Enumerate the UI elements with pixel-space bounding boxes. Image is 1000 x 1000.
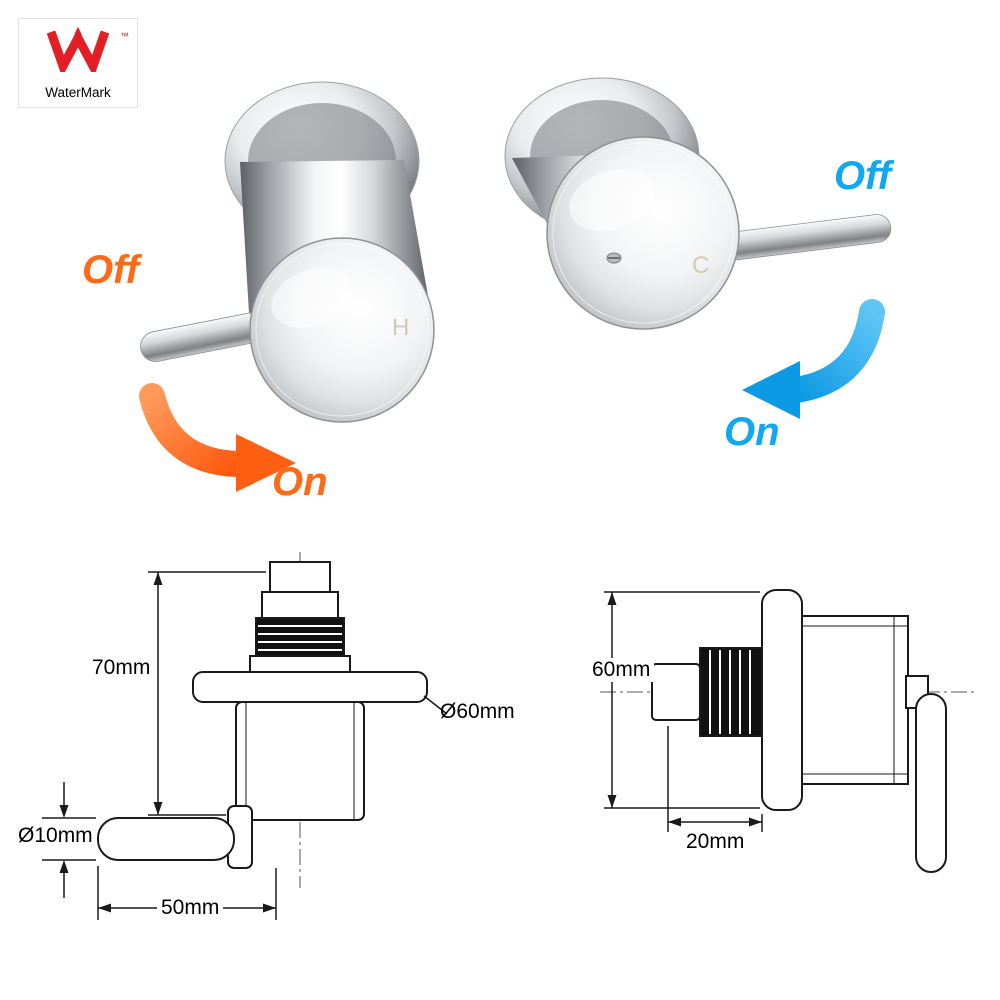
dim-flange-dia-label: Ø60mm: [440, 700, 515, 723]
dim-plate-dia-label: 60mm: [588, 658, 655, 682]
watermark-logo: ™ WaterMark: [18, 18, 138, 108]
side-dim-plate: [604, 591, 760, 809]
dim-height-label: 70mm: [92, 656, 151, 679]
hot-tap-photo: [140, 81, 435, 423]
cold-tap-photo: [504, 77, 892, 330]
cold-cap-letter: C: [692, 252, 711, 279]
dim-depth-label: 20mm: [686, 830, 745, 853]
hot-off-label: Off: [82, 248, 140, 292]
front-dim-height: [148, 571, 266, 816]
hot-cap-letter: H: [392, 314, 411, 341]
dim-handle-dia-label: Ø10mm: [14, 824, 97, 848]
cold-off-label: Off: [834, 154, 892, 198]
watermark-w-icon: [46, 27, 110, 78]
dim-handle-len-label: 50mm: [157, 896, 224, 920]
trademark-symbol: ™: [120, 31, 129, 41]
front-dim-handle-dia: [42, 782, 96, 898]
hot-on-label: On: [272, 460, 328, 504]
watermark-label: WaterMark: [45, 85, 111, 100]
hot-flow-arrow-icon: [139, 383, 296, 492]
front-view-drawing: [42, 552, 448, 920]
cold-on-label: On: [724, 410, 780, 454]
cold-flow-arrow-icon: [742, 299, 885, 419]
side-dim-depth: [667, 726, 763, 832]
screw-detail: [606, 252, 622, 264]
side-view-drawing: [600, 589, 975, 873]
front-dim-flange: [423, 695, 448, 715]
